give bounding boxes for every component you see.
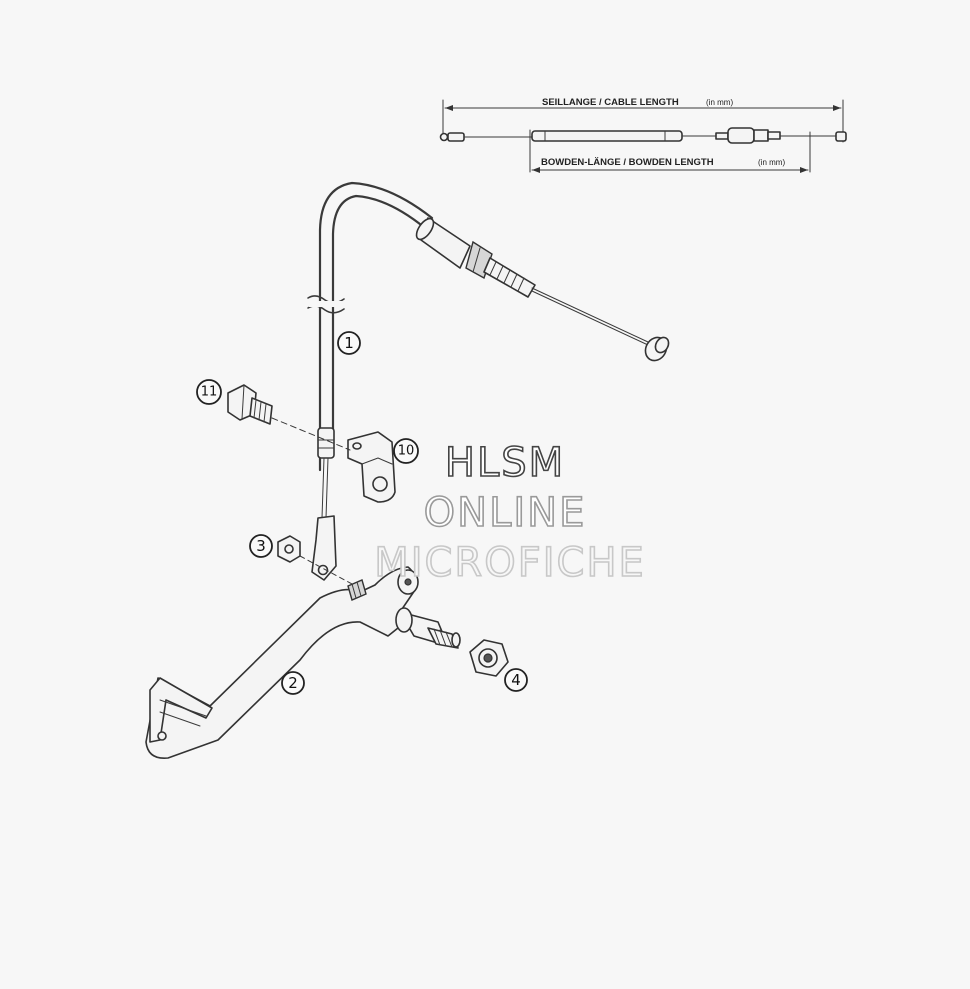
cable-length-label: SEILLANGE / CABLE LENGTH xyxy=(542,97,679,108)
callout-3: 3 xyxy=(249,534,273,558)
part-11-bolt xyxy=(227,384,351,451)
bowden-length-label: BOWDEN-LÄNGE / BOWDEN LENGTH xyxy=(541,157,714,168)
part-10-bracket xyxy=(347,431,396,503)
callout-10: 10 xyxy=(393,438,419,464)
callout-3-label: 3 xyxy=(256,537,266,555)
callout-11: 11 xyxy=(196,379,222,405)
callout-1-label: 1 xyxy=(344,334,354,352)
watermark-line-3: MICROFICHE xyxy=(374,540,646,586)
part-3-nut xyxy=(277,535,353,585)
cable-length-unit: (in mm) xyxy=(706,98,733,107)
part-2-brake-pedal xyxy=(145,566,461,759)
cable-schematic xyxy=(439,127,847,144)
watermark: HLSM ONLINE MICROFICHE xyxy=(373,439,646,587)
callout-1: 1 xyxy=(337,331,361,355)
part-1-cable xyxy=(307,181,670,581)
callout-11-label: 11 xyxy=(201,385,218,400)
watermark-line-2: ONLINE xyxy=(424,490,587,536)
cable-length-legend: SEILLANGE / CABLE LENGTH (in mm) BOWDEN-… xyxy=(439,97,847,173)
watermark-line-1: HLSM xyxy=(445,440,565,486)
bowden-length-unit: (in mm) xyxy=(758,158,785,167)
callout-4: 4 xyxy=(504,668,528,692)
callout-2: 2 xyxy=(281,671,305,695)
callout-2-label: 2 xyxy=(288,674,298,692)
callout-10-label: 10 xyxy=(398,444,415,459)
callout-4-label: 4 xyxy=(511,671,521,689)
part-4-nut xyxy=(469,639,509,677)
